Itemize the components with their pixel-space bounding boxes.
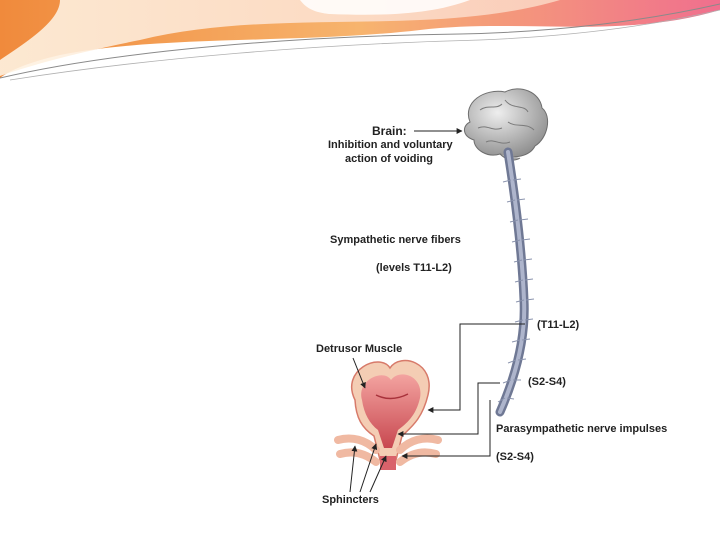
- level-s2-s4-lower-label: (S2-S4): [496, 451, 534, 464]
- detrusor-label: Detrusor Muscle: [316, 343, 402, 356]
- spinal-cord: [498, 152, 534, 412]
- level-s2-s4-upper-label: (S2-S4): [528, 376, 566, 389]
- bladder-illustration: [338, 361, 438, 470]
- sympathetic-levels-label: (levels T11-L2): [376, 262, 452, 275]
- sympathetic-label: Sympathetic nerve fibers: [330, 234, 461, 247]
- parasympathetic-label: Parasympathetic nerve impulses: [496, 423, 667, 436]
- brain-label-title: Brain:: [372, 125, 407, 138]
- brain-label-line2: Inhibition and voluntary: [328, 139, 453, 152]
- brain-label-line3: action of voiding: [345, 153, 433, 166]
- sphincters-label: Sphincters: [322, 494, 379, 507]
- level-t11-l2-label: (T11-L2): [537, 319, 579, 332]
